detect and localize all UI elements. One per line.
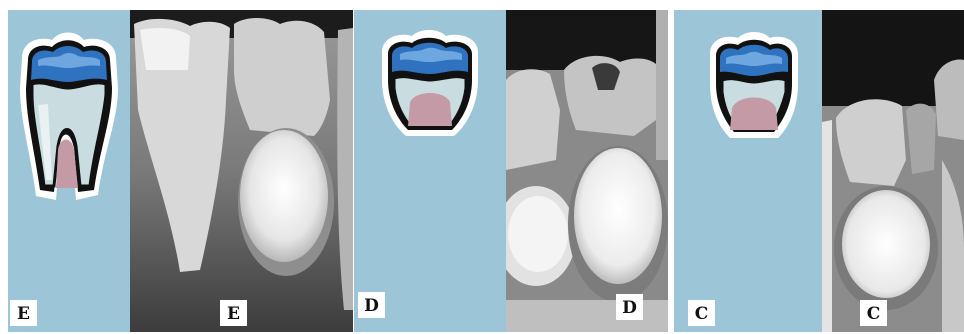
xray-image-e [130,10,353,332]
diagram-label-c: C [688,300,715,326]
xray-image-d [506,10,668,332]
diagram-label-d: D [358,292,385,318]
panel-stage-c: C C [674,10,964,332]
diagram-label-e: E [10,300,37,326]
xray-label-c: C [860,300,887,326]
xray-label-e: E [220,300,247,326]
xray-image-c [822,10,964,332]
tooth-diagram-d [354,10,506,332]
tooth-illustration-d [354,10,506,332]
tooth-diagram-c [674,10,822,332]
tooth-diagram-e [8,10,130,332]
xray-label-d: D [616,294,643,320]
panel-stage-d: D D [354,10,668,332]
panel-stage-e: E E [8,10,353,332]
tooth-illustration-c [674,10,822,332]
tooth-illustration-e [8,10,130,332]
